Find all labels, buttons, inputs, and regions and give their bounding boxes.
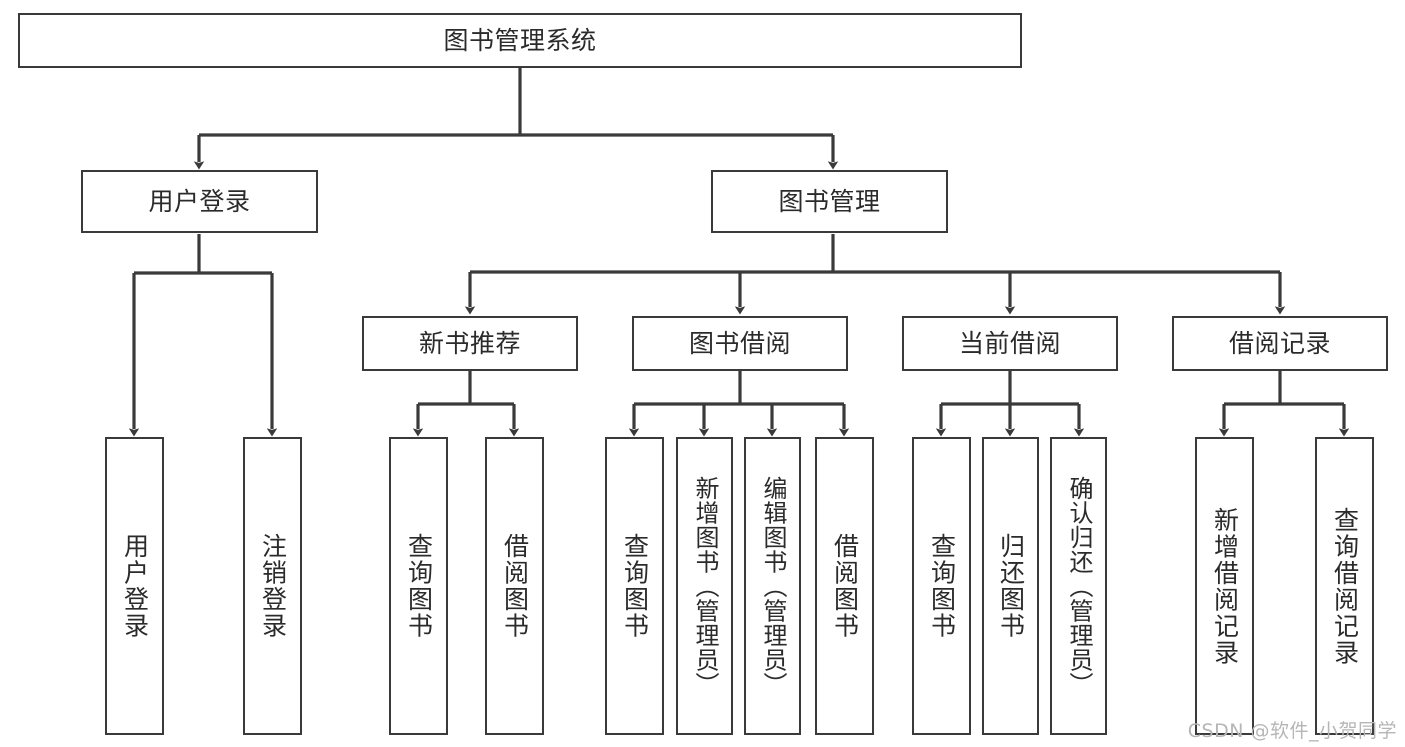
node-leaf-logout-label: 注销登录	[258, 533, 288, 639]
node-leaf-borrow-book-1-label: 借阅图书	[500, 533, 530, 639]
node-new-book-recommend[interactable]: 新书推荐	[362, 316, 578, 371]
node-leaf-query-book-3-label: 查询图书	[927, 533, 957, 639]
node-root-label: 图书管理系统	[443, 25, 597, 55]
node-book-borrow[interactable]: 图书借阅	[632, 316, 848, 371]
node-leaf-add-record[interactable]: 新增借阅记录	[1195, 437, 1254, 735]
node-current-borrow-label: 当前借阅	[958, 328, 1061, 358]
node-current-borrow[interactable]: 当前借阅	[902, 316, 1118, 371]
node-leaf-query-record-label: 查询借阅记录	[1330, 506, 1360, 666]
node-leaf-add-book[interactable]: 新增图书（管理员）	[676, 437, 733, 735]
node-new-book-recommend-label: 新书推荐	[418, 328, 521, 358]
node-book-borrow-label: 图书借阅	[688, 328, 791, 358]
node-book-manage-label: 图书管理	[778, 186, 881, 216]
node-leaf-logout[interactable]: 注销登录	[243, 437, 302, 735]
node-leaf-query-record[interactable]: 查询借阅记录	[1315, 437, 1374, 735]
node-leaf-query-book-1-label: 查询图书	[404, 533, 434, 639]
node-leaf-edit-book[interactable]: 编辑图书（管理员）	[744, 437, 801, 735]
node-leaf-borrow-book-2-label: 借阅图书	[830, 533, 860, 639]
node-book-manage[interactable]: 图书管理	[711, 170, 948, 233]
node-leaf-query-book-1[interactable]: 查询图书	[389, 437, 448, 735]
node-leaf-borrow-book-2[interactable]: 借阅图书	[815, 437, 874, 735]
node-borrow-record-label: 借阅记录	[1228, 328, 1331, 358]
node-leaf-query-book-2[interactable]: 查询图书	[605, 437, 664, 735]
node-borrow-record[interactable]: 借阅记录	[1172, 316, 1388, 371]
node-leaf-user-login-label: 用户登录	[120, 533, 150, 639]
node-user-login[interactable]: 用户登录	[81, 170, 318, 233]
node-leaf-return-book-label: 归还图书	[996, 533, 1026, 639]
node-leaf-confirm-return[interactable]: 确认归还（管理员）	[1050, 437, 1107, 735]
node-user-login-label: 用户登录	[148, 186, 251, 216]
node-leaf-return-book[interactable]: 归还图书	[982, 437, 1039, 735]
node-leaf-query-book-2-label: 查询图书	[620, 533, 650, 639]
node-leaf-add-book-label: 新增图书（管理员）	[690, 475, 719, 697]
node-leaf-query-book-3[interactable]: 查询图书	[912, 437, 971, 735]
watermark: CSDN @软件_小贺同学	[1187, 720, 1397, 742]
node-leaf-add-record-label: 新增借阅记录	[1210, 506, 1240, 666]
node-leaf-user-login[interactable]: 用户登录	[105, 437, 164, 735]
node-leaf-edit-book-label: 编辑图书（管理员）	[758, 475, 787, 697]
node-leaf-borrow-book-1[interactable]: 借阅图书	[485, 437, 544, 735]
node-leaf-confirm-return-label: 确认归还（管理员）	[1064, 475, 1093, 697]
node-root[interactable]: 图书管理系统	[18, 13, 1022, 68]
